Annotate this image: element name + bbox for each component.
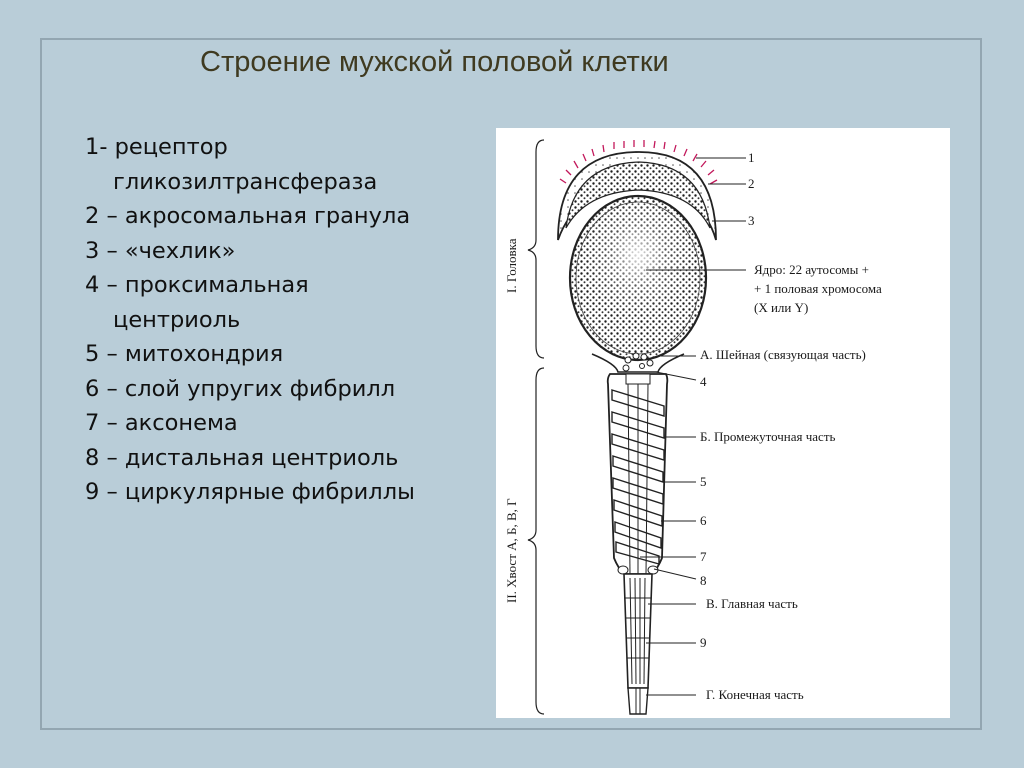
head-brace: [528, 140, 544, 358]
sperm-diagram: I. Головка II. Хвост А, Б, В, Г: [496, 128, 950, 718]
label-neck: А. Шейная (связующая часть): [700, 347, 866, 362]
label-nucleus-3: (X или Y): [754, 300, 808, 315]
side-label-head: I. Головка: [504, 238, 519, 293]
legend-text: циркулярные фибриллы: [125, 479, 415, 505]
legend-item-9: 9 – циркулярные фибриллы: [85, 475, 480, 510]
label-middle: Б. Промежуточная часть: [700, 429, 836, 444]
label-6: 6: [700, 513, 707, 528]
label-5: 5: [700, 474, 707, 489]
legend-text: проксимальная: [125, 272, 309, 298]
end-piece: [628, 688, 648, 714]
legend-list: 1- рецептор гликозилтрансфераза 2 – акро…: [85, 130, 480, 510]
principal-piece: [624, 574, 652, 688]
legend-item-7: 7 – аксонема: [85, 406, 480, 441]
legend-item-1: 1- рецептор гликозилтрансфераза: [85, 130, 480, 199]
side-label-tail: II. Хвост А, Б, В, Г: [504, 498, 519, 603]
label-3: 3: [748, 213, 755, 228]
label-9: 9: [700, 635, 707, 650]
legend-item-2: 2 – акросомальная гранула: [85, 199, 480, 234]
legend-item-4: 4 – проксимальная центриоль: [85, 268, 480, 337]
legend-num: 7 –: [85, 410, 118, 436]
legend-text-cont: центриоль: [85, 303, 480, 338]
label-1: 1: [748, 150, 755, 165]
legend-num: 1-: [85, 134, 107, 160]
legend-item-6: 6 – слой упругих фибрилл: [85, 372, 480, 407]
legend-num: 8 –: [85, 445, 118, 471]
label-nucleus-1: Ядро: 22 аутосомы +: [754, 262, 869, 277]
legend-text: «чехлик»: [125, 238, 236, 264]
legend-item-5: 5 – митохондрия: [85, 337, 480, 372]
legend-text: слой упругих фибрилл: [125, 376, 395, 402]
proximal-centriole: [626, 374, 650, 384]
label-8: 8: [700, 573, 707, 588]
label-4: 4: [700, 374, 707, 389]
legend-text: аксонема: [125, 410, 238, 436]
slide-title: Строение мужской половой клетки: [200, 46, 669, 79]
legend-num: 4 –: [85, 272, 118, 298]
legend-text-cont: гликозилтрансфераза: [85, 165, 480, 200]
distal-centriole: [618, 566, 628, 574]
legend-num: 5 –: [85, 341, 118, 367]
legend-num: 2 –: [85, 203, 118, 229]
legend-text: акросомальная гранула: [125, 203, 410, 229]
label-7: 7: [700, 549, 707, 564]
tail-brace: [528, 368, 544, 714]
label-principal: В. Главная часть: [706, 596, 798, 611]
label-end: Г. Конечная часть: [706, 687, 804, 702]
legend-num: 3 –: [85, 238, 118, 264]
label-nucleus-2: + 1 половая хромосома: [754, 281, 882, 296]
label-2: 2: [748, 176, 755, 191]
legend-text: митохондрия: [125, 341, 283, 367]
legend-num: 9 –: [85, 479, 118, 505]
nucleus-highlight: [583, 204, 693, 332]
legend-item-8: 8 – дистальная центриоль: [85, 441, 480, 476]
legend-text: рецептор: [115, 134, 228, 160]
legend-item-3: 3 – «чехлик»: [85, 234, 480, 269]
legend-text: дистальная центриоль: [125, 445, 399, 471]
legend-num: 6 –: [85, 376, 118, 402]
